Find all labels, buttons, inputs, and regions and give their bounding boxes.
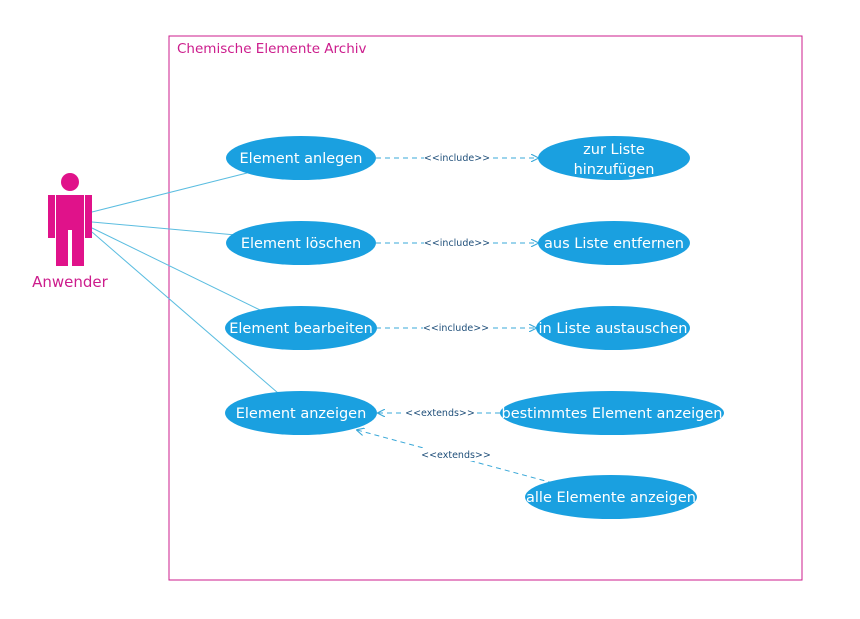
use-case-label-entfernen: aus Liste entfernen (544, 236, 684, 252)
actor-right-leg (72, 229, 84, 266)
use-case-label-hinzufuegen-line2: hinzufügen (574, 162, 655, 178)
association-bearbeiten (91, 227, 263, 312)
use-case-label-anzeigen: Element anzeigen (236, 406, 367, 422)
association-loeschen (91, 221, 259, 238)
actor-right-arm (85, 195, 92, 238)
actor-label: Anwender (32, 273, 109, 291)
use-case-bestimmtes-element-anzeigen[interactable] (500, 391, 724, 435)
actor-left-leg (56, 229, 68, 266)
use-case-label-bestimmtes: bestimmtes Element anzeigen (501, 406, 722, 422)
use-case-element-anzeigen[interactable] (225, 391, 377, 435)
actor-figure (48, 173, 92, 266)
use-case-label-hinzufuegen-line1: zur Liste (583, 142, 645, 158)
use-case-label-alle: alle Elemente anzeigen (526, 490, 696, 506)
extends-label-1: <<extends>> (405, 408, 475, 419)
system-boundary (168, 35, 803, 581)
use-case-label-bearbeiten: Element bearbeiten (229, 321, 373, 337)
use-case-aus-liste-entfernen[interactable] (538, 221, 690, 265)
association-anlegen (91, 172, 248, 213)
boundary-title: Chemische Elemente Archiv (177, 41, 367, 57)
association-anzeigen (91, 231, 279, 394)
use-case-zur-liste-hinzufuegen[interactable] (538, 136, 690, 180)
use-case-element-bearbeiten[interactable] (225, 306, 377, 350)
use-case-element-loeschen[interactable] (226, 221, 376, 265)
include-label-3: <<include>> (423, 323, 489, 334)
use-case-alle-elemente-anzeigen[interactable] (525, 475, 697, 519)
use-case-label-austauschen: in Liste austauschen (539, 321, 688, 337)
include-label-1: <<include>> (424, 153, 490, 164)
use-case-element-anlegen[interactable] (226, 136, 376, 180)
use-case-label-loeschen: Element löschen (241, 236, 361, 252)
actor-left-arm (48, 195, 55, 238)
actor-head (61, 173, 79, 191)
include-label-2: <<include>> (424, 238, 490, 249)
use-case-in-liste-austauschen[interactable] (536, 306, 690, 350)
actor-torso (56, 195, 84, 230)
use-case-label-anlegen: Element anlegen (240, 151, 363, 167)
extends-label-2: <<extends>> (421, 450, 491, 461)
